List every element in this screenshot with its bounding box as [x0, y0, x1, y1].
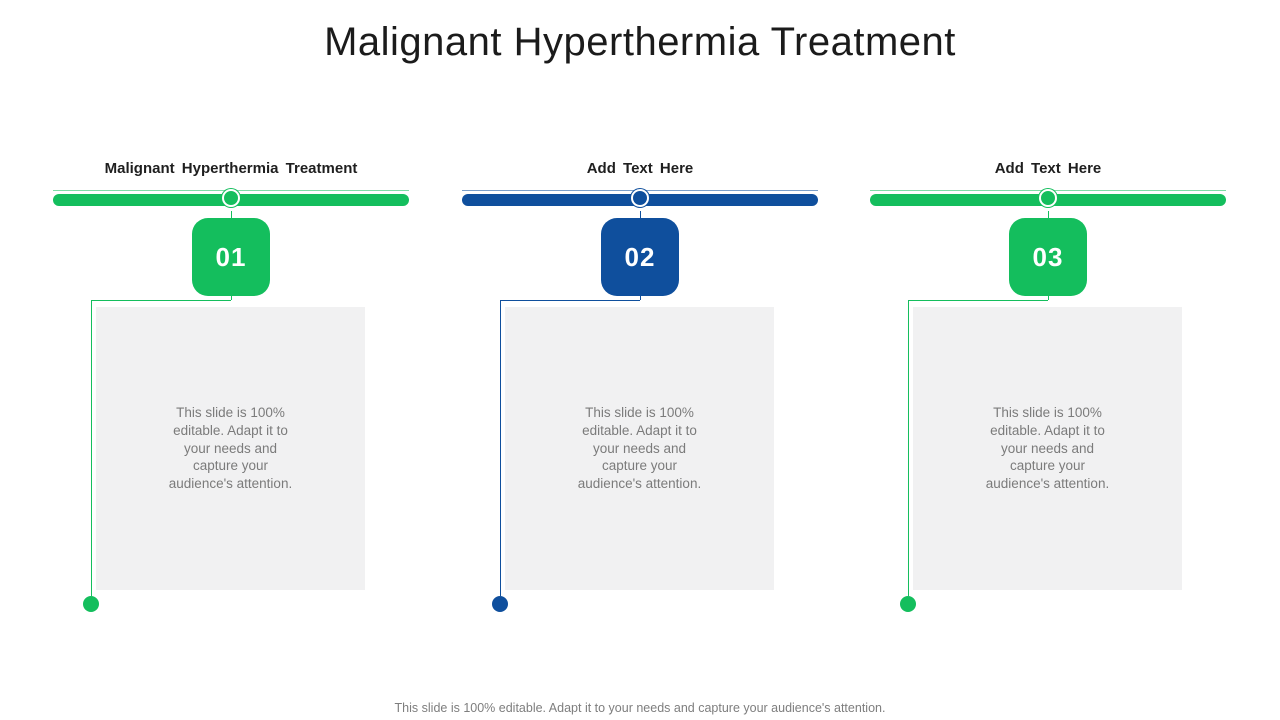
connector-line-vertical — [500, 300, 501, 596]
endpoint-dot-icon — [83, 596, 99, 612]
placeholder-text: This slide is 100% editable. Adapt it to… — [577, 404, 702, 492]
step-number: 03 — [1032, 241, 1064, 272]
timeline-column-1: Malignant Hyperthermia Treatment 01 This… — [53, 160, 409, 630]
content-box: This slide is 100% editable. Adapt it to… — [913, 307, 1182, 590]
connector-line-horizontal — [908, 300, 1048, 301]
endpoint-dot-icon — [900, 596, 916, 612]
connector-line-vertical-top — [231, 296, 232, 300]
step-badge: 01 — [192, 218, 270, 296]
step-number: 01 — [215, 241, 247, 272]
node-stem-line — [640, 211, 641, 218]
column-heading: Add Text Here — [994, 160, 1102, 177]
connector-line-vertical-top — [640, 296, 641, 300]
endpoint-dot-icon — [492, 596, 508, 612]
content-box: This slide is 100% editable. Adapt it to… — [505, 307, 774, 590]
column-heading: Malignant Hyperthermia Treatment — [104, 160, 358, 177]
slide-title: Malignant Hyperthermia Treatment — [324, 20, 956, 64]
connector-line-vertical-top — [1048, 296, 1049, 300]
connector-line-vertical — [91, 300, 92, 596]
timeline-node-icon — [631, 189, 649, 207]
placeholder-text: This slide is 100% editable. Adapt it to… — [168, 404, 293, 492]
timeline-node-icon — [1039, 189, 1057, 207]
step-badge: 03 — [1009, 218, 1087, 296]
step-badge: 02 — [601, 218, 679, 296]
placeholder-text: This slide is 100% editable. Adapt it to… — [985, 404, 1110, 492]
slide-footer-note: This slide is 100% editable. Adapt it to… — [394, 701, 886, 715]
step-number: 02 — [624, 241, 656, 272]
timeline-node-icon — [222, 189, 240, 207]
timeline-column-3: Add Text Here 03 This slide is 100% edit… — [870, 160, 1226, 630]
node-stem-line — [231, 211, 232, 218]
connector-line-vertical — [908, 300, 909, 596]
timeline-column-2: Add Text Here 02 This slide is 100% edit… — [462, 160, 818, 630]
connector-line-horizontal — [500, 300, 640, 301]
content-box: This slide is 100% editable. Adapt it to… — [96, 307, 365, 590]
connector-line-horizontal — [91, 300, 231, 301]
column-heading: Add Text Here — [586, 160, 694, 177]
node-stem-line — [1048, 211, 1049, 218]
